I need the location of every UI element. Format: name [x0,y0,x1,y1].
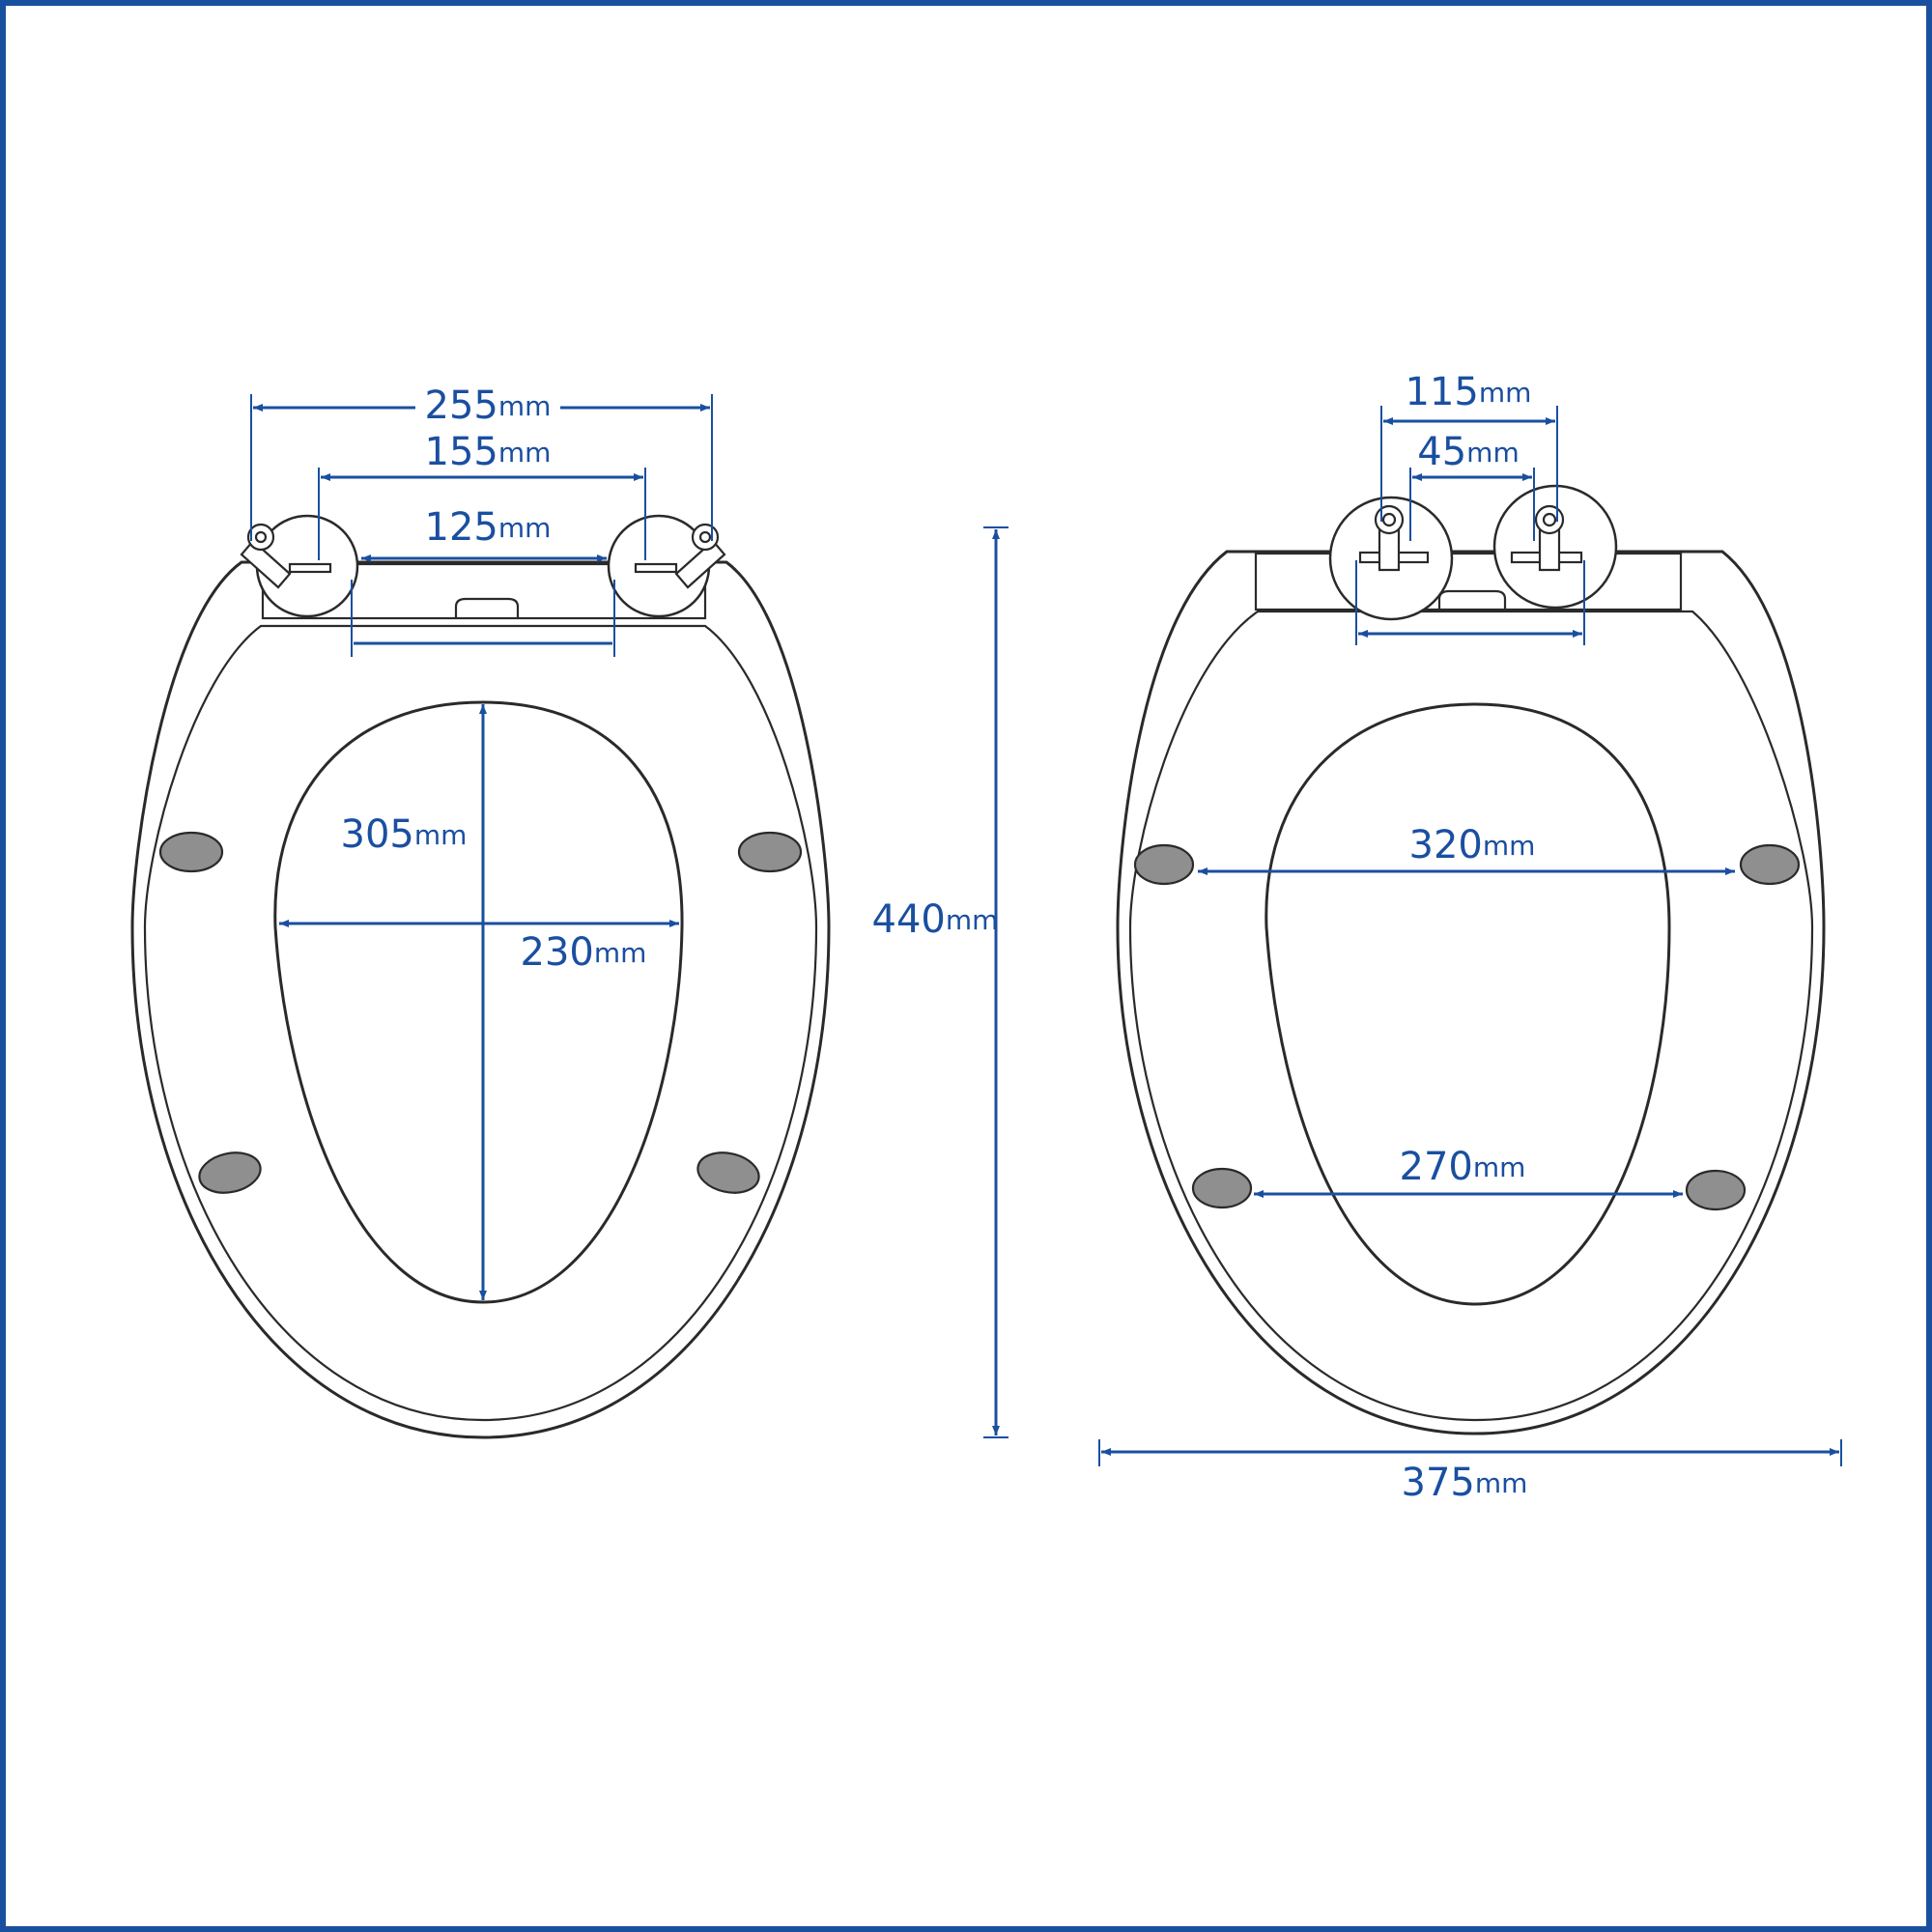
seat-opening [1264,702,1671,1306]
svg-text:115mm: 115mm [1406,370,1532,414]
dim-255-value: 255 [425,384,498,428]
seat-outer-outline [1116,550,1826,1435]
dim-125-unit: mm [498,512,552,544]
left-seat-view [130,514,831,1439]
dim-155-value: 155 [425,430,498,474]
bumper-bottom-left [198,1151,262,1194]
svg-text:440mm: 440mm [872,897,999,942]
svg-text:230mm: 230mm [521,930,647,975]
seat-outer-outline [130,560,831,1439]
dimension-45: 45mm [1409,430,1535,541]
svg-text:305mm: 305mm [341,812,468,857]
left-hinge-slot [288,562,332,574]
rear-button [454,597,520,618]
dim-320-value: 320 [1409,823,1483,867]
left-bolt-icon [240,523,292,589]
svg-text:375mm: 375mm [1402,1461,1528,1505]
svg-text:320mm: 320mm [1409,823,1536,867]
svg-text:270mm: 270mm [1400,1145,1526,1189]
dim-125-value: 125 [425,505,498,550]
dim-375-value: 375 [1402,1461,1475,1505]
bumper-top-right [1739,843,1801,886]
right-seat-view [1116,484,1826,1435]
dim-440-value: 440 [872,897,946,942]
bumper-bottom-right [696,1151,760,1194]
bumper-top-left [158,831,224,873]
dim-45-value: 45 [1417,430,1466,474]
dimension-230: 230mm [279,920,679,975]
svg-text:125mm: 125mm [425,505,552,550]
dim-270-value: 270 [1400,1145,1473,1189]
dim-230-value: 230 [521,930,594,975]
dim-230-unit: mm [594,937,647,969]
dimension-115: 115mm [1380,370,1558,522]
dim-115-value: 115 [1406,370,1479,414]
dim-115-unit: mm [1479,377,1532,409]
rear-button [1437,589,1507,609]
dim-45-unit: mm [1466,437,1520,469]
seat-inner-outline [143,624,818,1422]
bumper-top-right [737,831,803,873]
dimension-155: 155mm [318,430,646,560]
bumper-bottom-left [1191,1167,1253,1209]
dim-155-unit: mm [498,437,552,469]
bumper-top-left [1133,843,1195,886]
dim-375-unit: mm [1475,1467,1528,1499]
dim-305-unit: mm [414,819,468,851]
dimension-hole-spacing [1355,560,1585,645]
hinge-plate [1254,552,1683,611]
dim-255-unit: mm [498,390,552,422]
dim-440-unit: mm [946,904,999,936]
dimension-305: 305mm [341,704,487,1300]
dimension-320: 320mm [1198,823,1735,875]
svg-text:45mm: 45mm [1417,430,1519,474]
dim-305-value: 305 [341,812,414,857]
svg-text:155mm: 155mm [425,430,552,474]
dimension-440: 440mm [872,526,1009,1438]
bumper-bottom-right [1685,1169,1747,1211]
svg-text:255mm: 255mm [425,384,552,428]
right-bolt-icon [1534,504,1565,572]
right-hinge-slot [634,562,678,574]
left-bolt-icon [1374,504,1405,572]
seat-inner-outline [1128,610,1814,1422]
dim-320-unit: mm [1483,830,1536,862]
dimension-255: 255mm [250,384,713,541]
dimension-375: 375mm [1098,1439,1842,1505]
dimension-270: 270mm [1254,1145,1683,1198]
dimension-125: 125mm [351,505,615,657]
dim-270-unit: mm [1473,1151,1526,1183]
seat-opening [273,700,684,1304]
